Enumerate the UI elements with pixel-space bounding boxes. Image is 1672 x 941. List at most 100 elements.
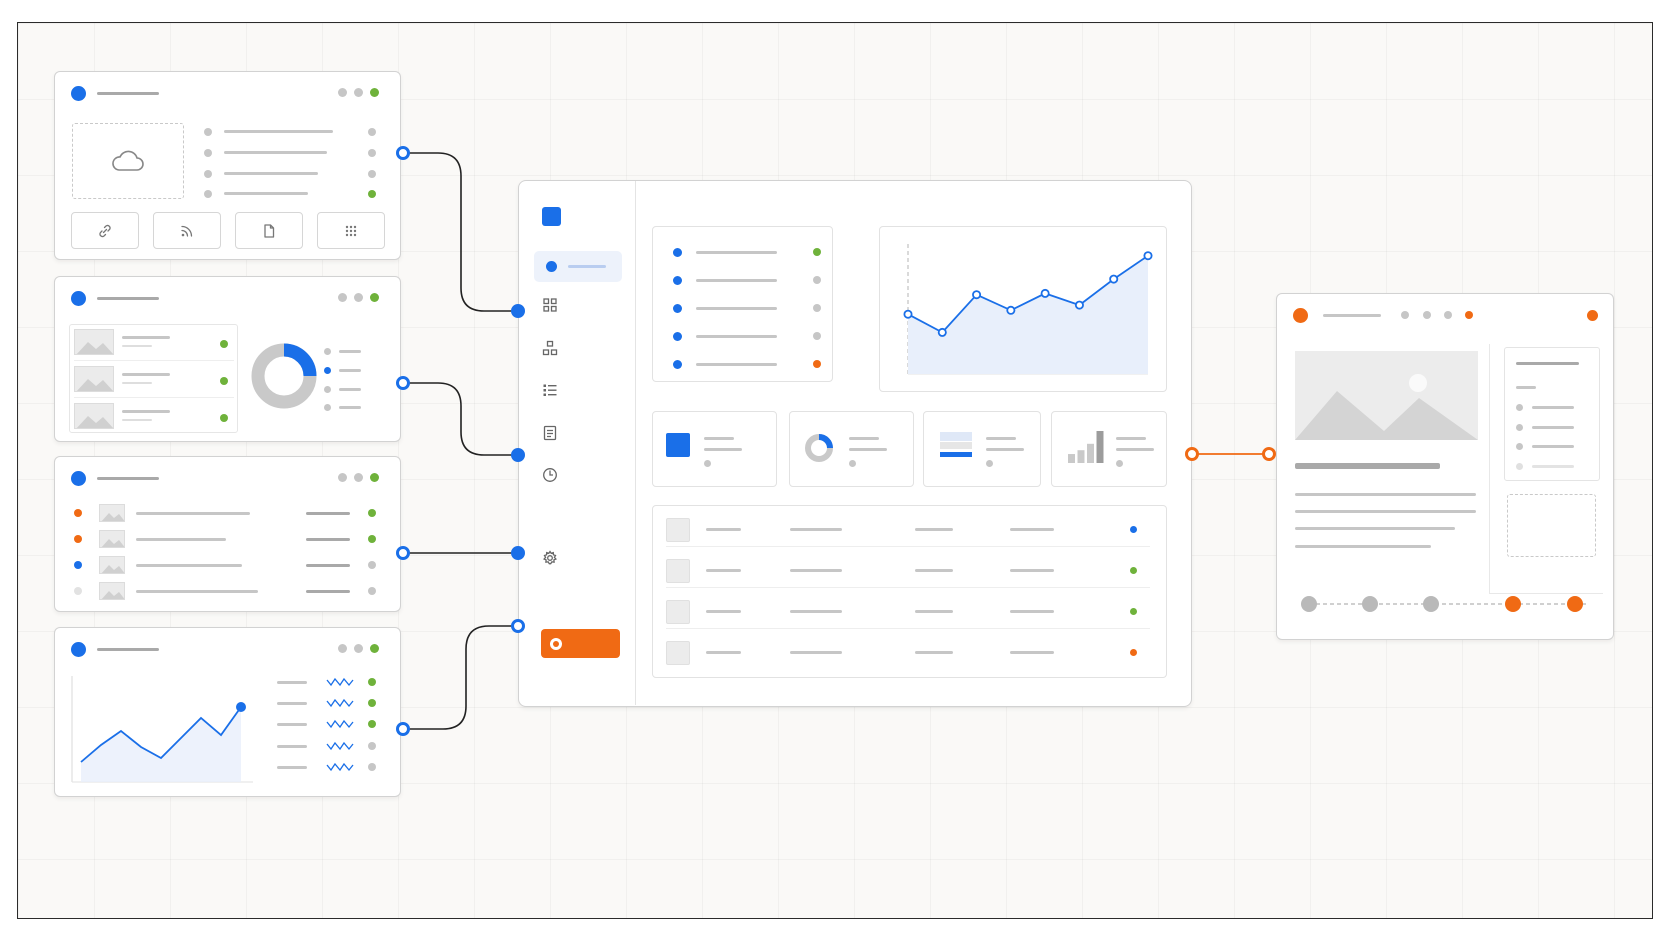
chart-point[interactable]: [1109, 274, 1119, 284]
media-sub-line: [122, 345, 152, 347]
sidebar-item-grid[interactable]: [542, 297, 558, 313]
table-row[interactable]: [653, 629, 1165, 670]
side-line: [1532, 406, 1574, 409]
row-divider: [666, 546, 1150, 547]
stack-block-accent: [940, 452, 972, 457]
output-port-dashboard[interactable]: [1185, 447, 1199, 461]
list-status-dot: [368, 170, 376, 178]
image-thumbnail: [74, 403, 114, 429]
window-dot: [338, 473, 347, 482]
side-line: [1532, 445, 1574, 448]
widget-tile-stack[interactable]: [923, 411, 1041, 487]
row-status-dot: [1130, 649, 1137, 656]
link-button[interactable]: [71, 212, 139, 249]
side-placeholder-box[interactable]: [1507, 494, 1596, 557]
feed-button[interactable]: [153, 212, 221, 249]
list-bullet: [204, 190, 212, 198]
chart-area: [908, 255, 1148, 374]
list-bullet: [204, 149, 212, 157]
row-title-line: [136, 512, 250, 515]
detail-preview-card: [1276, 293, 1614, 640]
table-row[interactable]: [653, 506, 1165, 547]
output-port-card1[interactable]: [396, 146, 410, 160]
list-line: [696, 335, 777, 338]
document-button[interactable]: [235, 212, 303, 249]
upload-dropzone[interactable]: [72, 123, 184, 199]
card-title-placeholder: [97, 477, 159, 480]
step-done: [1362, 596, 1378, 612]
table-row[interactable]: [653, 547, 1165, 588]
table-row[interactable]: [653, 588, 1165, 629]
widget-tile-donut[interactable]: [789, 411, 914, 487]
sidebar-item-active[interactable]: [534, 251, 622, 282]
connector-wires: [403, 152, 1269, 730]
side-bullet: [1516, 424, 1523, 431]
table-cell: [915, 528, 953, 531]
primary-action-button[interactable]: [541, 629, 620, 658]
detail-text-line: [1295, 493, 1476, 496]
active-item-label: [568, 265, 606, 268]
chart-point[interactable]: [1074, 300, 1084, 310]
wire-card2-sidebar: [403, 382, 518, 456]
row-title-line: [136, 538, 226, 541]
output-port-card4[interactable]: [396, 722, 410, 736]
chart-point[interactable]: [972, 290, 982, 300]
list-status-dot: [368, 149, 376, 157]
input-port-3[interactable]: [511, 546, 525, 560]
chart-point[interactable]: [1006, 305, 1016, 315]
widget-tile-bars[interactable]: [1051, 411, 1167, 487]
chart-point[interactable]: [903, 309, 913, 319]
sidebar-item-settings[interactable]: [542, 550, 558, 566]
window-dot: [370, 88, 379, 97]
detail-text-line: [1295, 545, 1431, 548]
output-port-card3[interactable]: [396, 546, 410, 560]
legend-dot: [324, 348, 331, 355]
table-cell: [706, 610, 741, 613]
table-cell: [706, 569, 741, 572]
metric-line: [277, 681, 307, 684]
table-cell: [790, 610, 842, 613]
input-port-2[interactable]: [511, 448, 525, 462]
input-port-4[interactable]: [511, 619, 525, 633]
media-status-dot: [220, 340, 228, 348]
window-dot: [338, 644, 347, 653]
donut-segment: [283, 343, 317, 377]
sidebar-item-documents[interactable]: [542, 425, 558, 441]
row-status-dot: [368, 561, 376, 569]
card-title-placeholder: [97, 92, 159, 95]
card-title-placeholder: [97, 648, 159, 651]
source-card-list: [54, 456, 401, 612]
detail-text-line: [1295, 527, 1455, 530]
link-icon: [99, 224, 111, 237]
row-status-dot: [1130, 608, 1137, 615]
sidebar-item-list[interactable]: [542, 382, 558, 398]
widget-tile-square[interactable]: [652, 411, 777, 487]
chart-point[interactable]: [937, 327, 947, 337]
sidebar-item-structure[interactable]: [542, 340, 558, 356]
sidebar-item-history[interactable]: [542, 467, 558, 483]
chart-point[interactable]: [1143, 251, 1153, 261]
app-logo: [542, 207, 561, 226]
list-bullet: [673, 248, 682, 257]
widget-line: [849, 448, 887, 451]
side-line: [1532, 465, 1574, 468]
table-cell: [915, 569, 953, 572]
list-line: [696, 307, 777, 310]
window-dot: [370, 644, 379, 653]
output-port-card2[interactable]: [396, 376, 410, 390]
list-bullet: [204, 170, 212, 178]
widget-line: [1116, 437, 1146, 440]
trend-line-chart: [71, 676, 253, 783]
chart-point[interactable]: [1040, 288, 1050, 298]
step-next: [1567, 596, 1583, 612]
input-port-1[interactable]: [511, 304, 525, 318]
side-bullet: [1516, 404, 1523, 411]
row-thumbnail: [666, 518, 690, 542]
list-line: [224, 192, 308, 195]
list-line: [696, 363, 777, 366]
list-line: [224, 172, 318, 175]
list-status-dot: [813, 276, 821, 284]
input-port-detail[interactable]: [1262, 447, 1276, 461]
apps-button[interactable]: [317, 212, 385, 249]
list-bullet: [673, 360, 682, 369]
